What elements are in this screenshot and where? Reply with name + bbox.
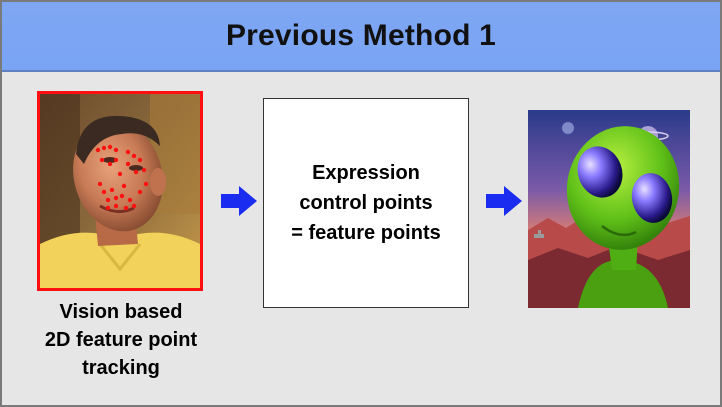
caption-line: 2D feature point [44, 329, 198, 351]
slide-title: Previous Method 1 [225, 19, 497, 52]
process-line: control points [299, 192, 433, 214]
face-photo [37, 91, 203, 291]
face-photo-icon [40, 94, 200, 288]
title-bar: Previous Method 1 [2, 2, 720, 72]
caption-line: Vision based [59, 301, 183, 323]
alien-character-icon [528, 110, 690, 308]
right-arrow-icon [486, 186, 522, 216]
source-caption: Vision based 2D feature point tracking [5, 298, 237, 382]
process-line: = feature points [291, 222, 441, 244]
process-line: Expression [312, 162, 420, 184]
alien-image [528, 110, 690, 308]
process-box: Expression control points = feature poin… [263, 98, 469, 308]
feature-point-markers [95, 144, 149, 211]
right-arrow-icon [221, 186, 257, 216]
caption-line: tracking [82, 357, 160, 379]
